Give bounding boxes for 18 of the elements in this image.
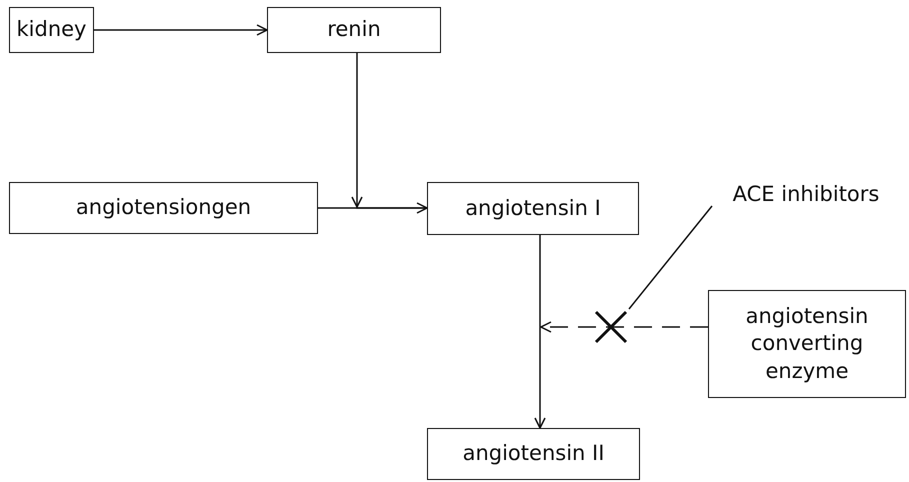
arrow [540, 321, 708, 333]
node-label: angiotensiongen [76, 194, 252, 222]
process-box [267, 7, 441, 53]
process-box [427, 182, 639, 235]
node-label: angiotensin I [465, 194, 601, 222]
arrow [94, 24, 268, 36]
node-label: angiotensin converting enzyme [744, 303, 870, 385]
leader-line [628, 206, 713, 310]
node-label: angiotensin II [462, 440, 604, 468]
annotation-label: ACE inhibitors [732, 181, 880, 208]
arrow [534, 235, 546, 429]
arrow [318, 202, 428, 214]
process-box [427, 428, 640, 480]
process-box [9, 7, 94, 53]
node-label: renin [327, 16, 381, 44]
node-label: kidney [16, 16, 86, 44]
process-box [9, 182, 318, 234]
process-box [708, 290, 906, 398]
